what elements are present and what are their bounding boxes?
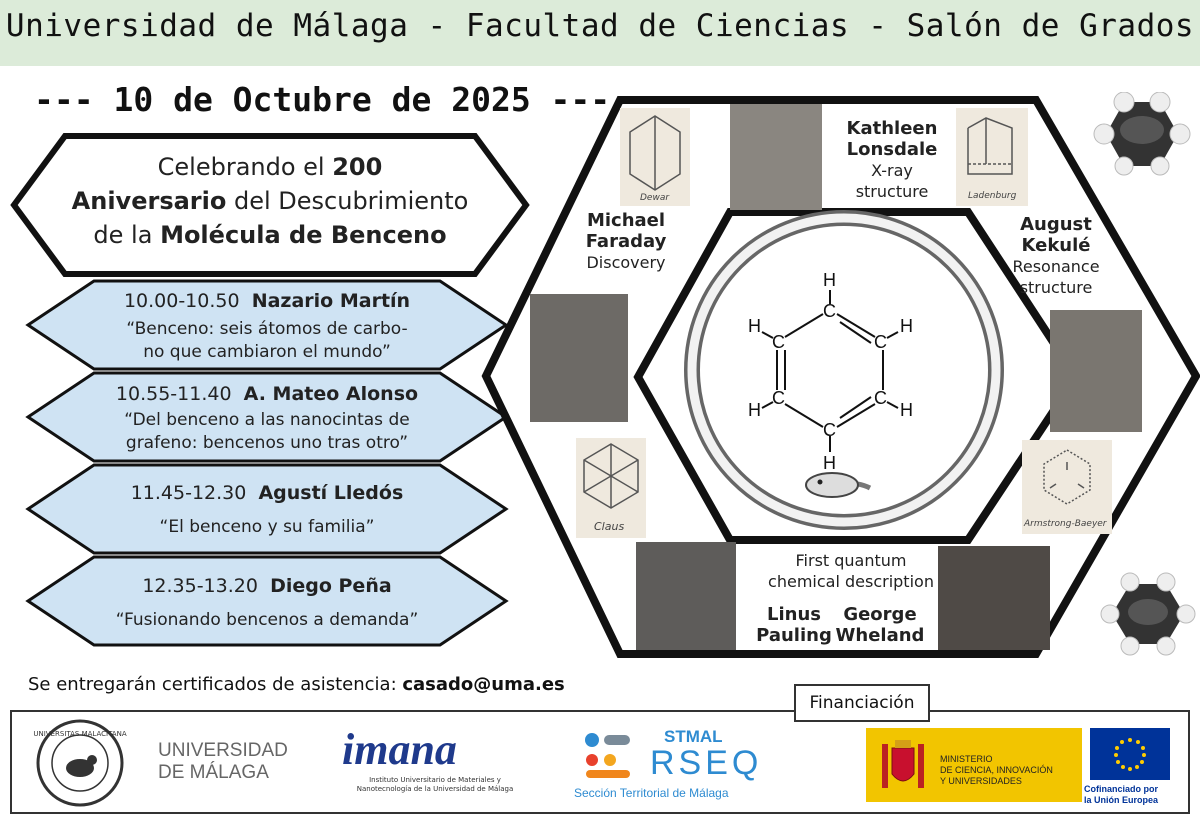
eu-flag-icon <box>1090 728 1170 780</box>
atom-c: C <box>823 301 836 321</box>
stmal-label: STMAL <box>664 727 723 746</box>
pauling-label: Linus Pauling <box>756 604 832 646</box>
talk-hex-4 <box>25 555 509 647</box>
benzene-history-hexagon: C C C C C C H H H H H H Dewar Ladenburg … <box>481 96 1200 658</box>
talk-3: 11.45-12.30 Agustí Lledós “El benceno y … <box>130 482 404 537</box>
atom-h: H <box>900 400 913 420</box>
atom-h: H <box>748 316 761 336</box>
rseq-subtitle: Sección Territorial de Málaga <box>574 786 729 800</box>
pauling-portrait <box>636 542 736 650</box>
svg-text:Ladenburg: Ladenburg <box>968 191 1017 201</box>
page-title: Universidad de Málaga - Facultad de Cien… <box>5 8 1195 44</box>
header-banner <box>0 0 1200 66</box>
talk-2: 10.55-11.40 A. Mateo Alonso “Del benceno… <box>115 383 419 453</box>
certificates-note: Se entregarán certificados de asistencia… <box>28 674 565 695</box>
atom-c: C <box>772 388 785 408</box>
wheland-label: George Wheland <box>835 604 925 646</box>
quantum-description: First quantum chemical description <box>768 551 934 591</box>
talk-hexagons <box>25 279 509 647</box>
kekule-label: August Kekulé Resonance structure <box>1012 214 1100 297</box>
claus-structure: Claus <box>576 438 646 538</box>
atom-h: H <box>823 270 836 290</box>
talk-hex-3 <box>25 463 509 555</box>
uma-seal-logo <box>36 719 124 807</box>
atom-h: H <box>900 316 913 336</box>
wheland-portrait <box>938 546 1050 650</box>
rseq-dots-icon <box>585 733 630 778</box>
rseq-label: RSEQ <box>650 744 763 782</box>
kekule-portrait <box>1050 310 1142 432</box>
atom-h: H <box>823 453 836 473</box>
talk-4: 12.35-13.20 Diego Peña “Fusionando bence… <box>115 575 419 630</box>
talk-1: 10.00-10.50 Nazario Martín “Benceno: sei… <box>123 290 411 362</box>
faraday-portrait <box>530 294 628 422</box>
dewar-structure: Dewar <box>620 108 690 206</box>
lonsdale-label: Kathleen Lonsdale X-ray structure <box>846 118 938 201</box>
celebration-hexagon <box>10 133 530 277</box>
faraday-label: Michael Faraday Discovery <box>585 210 667 272</box>
atom-c: C <box>823 420 836 440</box>
talk-hex-1 <box>25 279 509 371</box>
funding-label: Financiación <box>794 684 930 722</box>
ladenburg-structure: Ladenburg <box>956 108 1028 206</box>
svg-text:Claus: Claus <box>594 520 624 533</box>
talk-hex-2 <box>25 371 509 463</box>
atom-c: C <box>874 332 887 352</box>
event-date: --- 10 de Octubre de 2025 --- <box>34 80 611 119</box>
benzene-3d-model-icon <box>1100 572 1196 656</box>
armstrong-baeyer-structure: Armstrong-Baeyer <box>1022 440 1112 534</box>
uma-seal-text: UNIVERSITAS MALACITANA <box>33 730 127 738</box>
benzene-structure: C C C C C C H H H H H H <box>748 270 913 473</box>
ouroboros-snake <box>684 210 1004 530</box>
atom-c: C <box>772 332 785 352</box>
lonsdale-portrait <box>730 104 822 210</box>
spain-coat-of-arms-icon <box>882 740 924 788</box>
contact-email[interactable]: casado@uma.es <box>402 674 565 695</box>
atom-h: H <box>748 400 761 420</box>
celebration-text: Celebrando el 200 Aniversario del Descub… <box>71 153 469 249</box>
benzene-3d-model-icon <box>1093 92 1191 176</box>
svg-text:Dewar: Dewar <box>640 193 670 203</box>
imana-logo: imana <box>342 725 457 774</box>
sponsors-bar <box>10 710 1190 814</box>
atom-c: C <box>874 388 887 408</box>
svg-text:Armstrong-Baeyer: Armstrong-Baeyer <box>1023 519 1108 529</box>
